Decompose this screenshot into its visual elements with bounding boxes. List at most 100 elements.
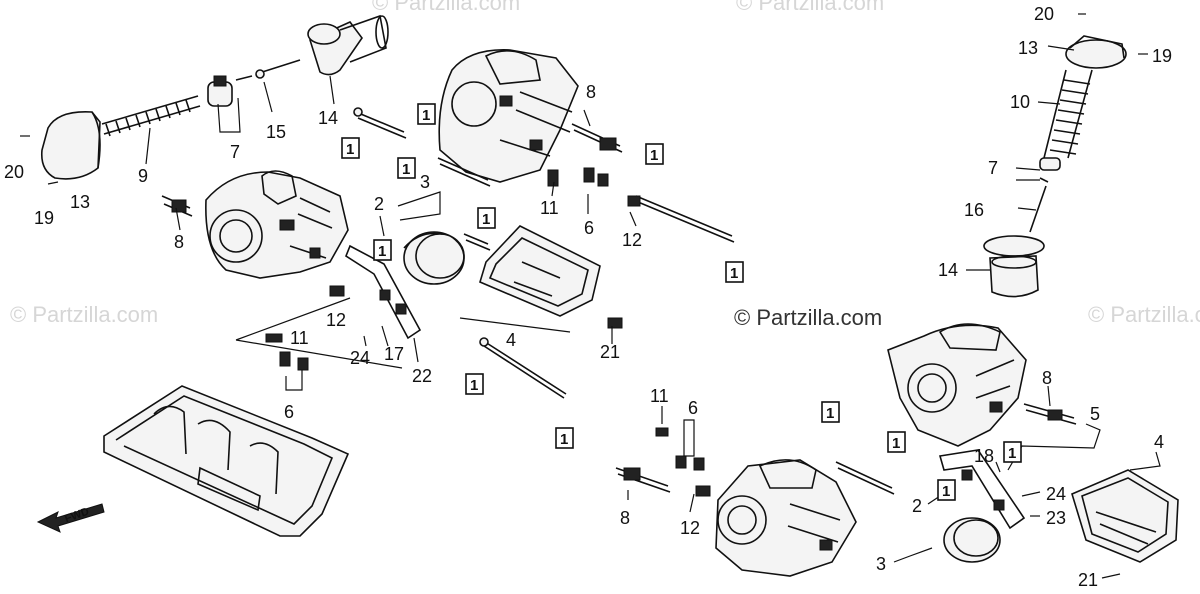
callout-15: 15: [266, 122, 286, 142]
spring-left: [101, 95, 201, 137]
ref-box: 1: [645, 143, 664, 165]
callout-24: 24: [1046, 484, 1066, 504]
callout-7: 7: [988, 158, 998, 178]
callout-16: 16: [964, 200, 984, 220]
callout-13: 13: [70, 192, 90, 212]
callout-7: 7: [230, 142, 240, 162]
ref-box: 1: [477, 207, 496, 229]
needle-valve-strip-right: [938, 449, 1026, 530]
callout-22: 22: [412, 366, 432, 386]
fwd-arrow: FWD: [36, 503, 105, 533]
callout-6: 6: [284, 402, 294, 422]
callout-21: 21: [1078, 570, 1098, 590]
callout-14: 14: [318, 108, 338, 128]
svg-text:1: 1: [378, 243, 386, 260]
callout-3: 3: [420, 172, 430, 192]
spring-right: [1043, 69, 1093, 159]
callout-20: 20: [4, 162, 24, 182]
carburetor-body-bottom-center: [715, 459, 857, 577]
carburetor-body-top-center: [438, 49, 579, 183]
svg-text:1: 1: [942, 483, 950, 500]
ref-box: 1: [341, 137, 360, 159]
svg-text:1: 1: [1008, 445, 1016, 462]
callout-23: 23: [1046, 508, 1066, 528]
callout-6: 6: [688, 398, 698, 418]
needle-valve-strip-center: [345, 244, 422, 340]
ref-box: 1: [465, 373, 484, 395]
svg-text:1: 1: [892, 435, 900, 452]
top-cover-right: [1065, 35, 1127, 69]
ref-box: 1: [555, 427, 574, 449]
callout-11: 11: [650, 386, 669, 406]
callout-19: 19: [1152, 46, 1172, 66]
callout-13: 13: [1018, 38, 1038, 58]
svg-text:1: 1: [730, 265, 738, 282]
callout-8: 8: [586, 82, 596, 102]
callout-2: 2: [912, 496, 922, 516]
link-rod-center: [463, 195, 735, 399]
ref-box: 1: [887, 431, 906, 453]
diaphragm-slide-left: [307, 14, 389, 76]
svg-text:1: 1: [482, 211, 490, 228]
watermark-top-center: © Partzilla.com: [372, 0, 520, 15]
pilot-screw-right: [1023, 403, 1077, 425]
callout-6: 6: [584, 218, 594, 238]
carburetor-body-left: [205, 170, 349, 279]
callout-10: 10: [1010, 92, 1030, 112]
seal-cap-right: [943, 517, 1001, 563]
ref-box: 1: [821, 401, 840, 423]
ref-box: 1: [417, 103, 436, 125]
watermark-main: © Partzilla.com: [734, 305, 882, 330]
callout-11: 11: [290, 328, 309, 348]
callout-4: 4: [506, 330, 516, 350]
ref-box-markers: 1 1 1 1 1 1 1 1 1 1 1 1 1: [341, 103, 1022, 501]
sealing-cap-group-center: [403, 231, 465, 285]
callout-11: 11: [540, 198, 559, 218]
callout-12: 12: [326, 310, 346, 330]
callout-21: 21: [600, 342, 620, 362]
callout-12: 12: [680, 518, 700, 538]
callout-5: 5: [1090, 404, 1100, 424]
callout-numbers: 20 13 19 9 7 15 14 8 8 3 2 11 6 12 11 12…: [4, 4, 1172, 590]
callout-8: 8: [620, 508, 630, 528]
svg-text:1: 1: [422, 107, 430, 124]
callout-2: 2: [374, 194, 384, 214]
ref-box: 1: [397, 157, 416, 179]
float-bowl-right: [1071, 469, 1179, 563]
svg-text:1: 1: [560, 431, 568, 448]
needle-right: [1029, 157, 1061, 233]
pilot-screw-top: [571, 123, 623, 153]
callout-12: 12: [622, 230, 642, 250]
callout-8: 8: [174, 232, 184, 252]
svg-text:1: 1: [650, 147, 658, 164]
leader-lines: [20, 13, 1161, 579]
callout-19: 19: [34, 208, 54, 228]
callout-9: 9: [138, 166, 148, 186]
callout-17: 17: [384, 344, 404, 364]
svg-text:1: 1: [470, 377, 478, 394]
pilot-screw-bottom: [615, 467, 671, 493]
small-screws-center: [265, 167, 641, 371]
callout-14: 14: [938, 260, 958, 280]
pilot-screw-left: [161, 195, 193, 217]
float-center: [479, 225, 601, 317]
top-cover-left: [40, 111, 101, 180]
diaphragm-slide-right: [983, 235, 1045, 298]
callout-18: 18: [974, 446, 994, 466]
ref-box: 1: [373, 239, 392, 261]
choke-shaft-top: [353, 107, 491, 187]
ref-box: 1: [937, 479, 956, 501]
svg-text:1: 1: [402, 161, 410, 178]
jet-needle-holder-left: [207, 59, 301, 107]
watermark-right: © Partzilla.com: [1088, 302, 1200, 327]
float-bowl-base-left: [103, 385, 350, 537]
svg-text:1: 1: [826, 405, 834, 422]
callout-4: 4: [1154, 432, 1164, 452]
callout-20: 20: [1034, 4, 1054, 24]
ref-box: 1: [725, 261, 744, 283]
watermark-left: © Partzilla.com: [10, 302, 158, 327]
fwd-label: FWD: [63, 506, 91, 526]
callout-24: 24: [350, 348, 370, 368]
